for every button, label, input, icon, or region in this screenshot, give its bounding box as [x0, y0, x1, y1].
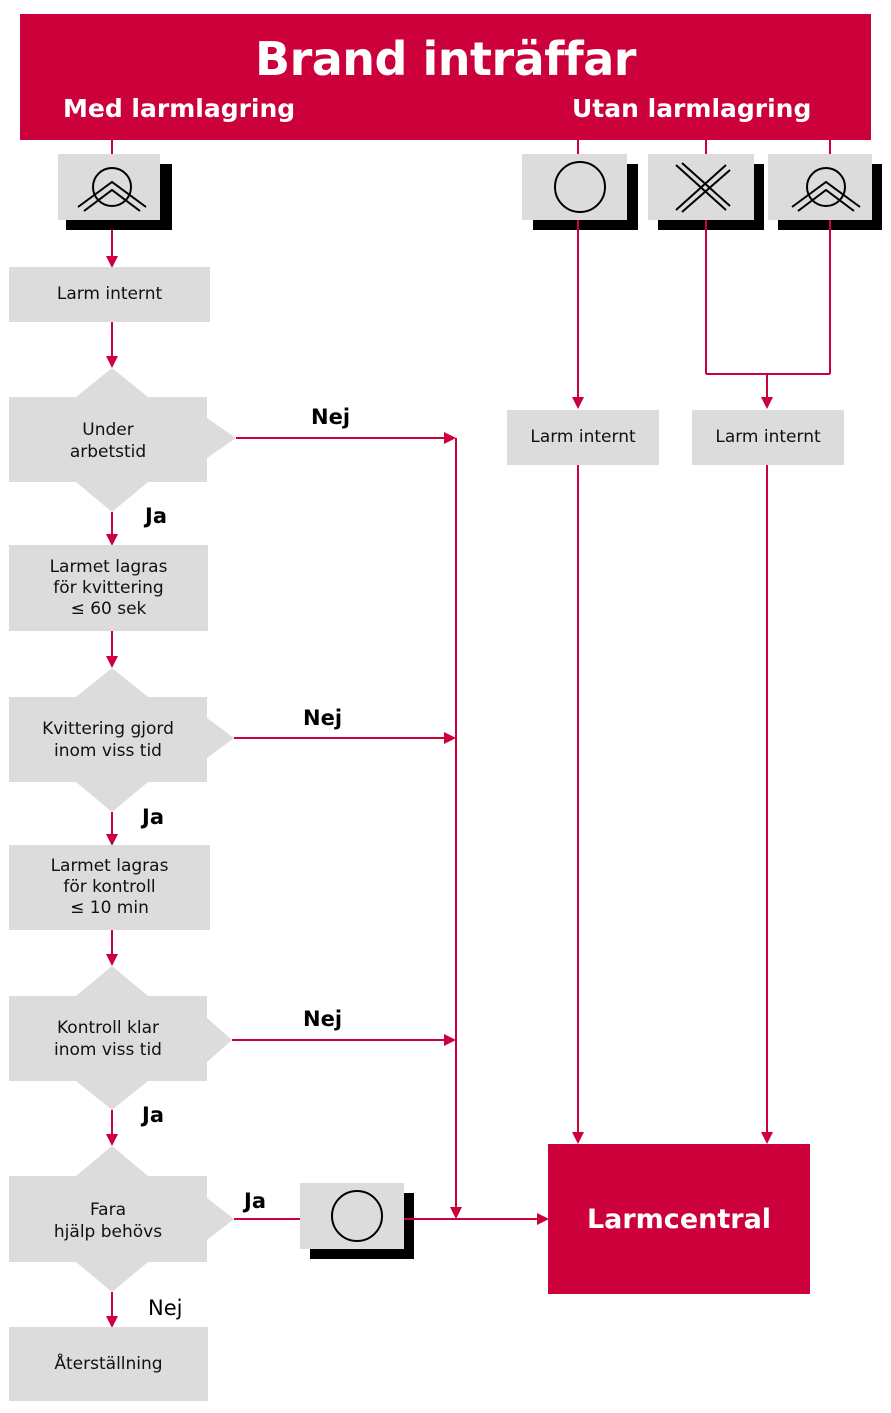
manual-call-point-right [648, 154, 764, 230]
header-banner [20, 14, 871, 140]
push-button-bottom [300, 1183, 414, 1259]
push-button-icon [331, 1190, 383, 1242]
decision-1-shape [9, 368, 236, 512]
decision-3-shape [9, 966, 232, 1110]
edge-label-yes-1: Ja [145, 504, 167, 528]
edge-label-yes-2: Ja [142, 805, 164, 829]
edge-label-no-4: Nej [148, 1296, 183, 1320]
decision-4-shape [9, 1146, 234, 1292]
header-connectors [111, 140, 831, 154]
edge-label-no-1: Nej [311, 405, 351, 429]
right-subtitle: Utan larmlagring [572, 94, 812, 123]
edge-label-no-3: Nej [303, 1007, 343, 1031]
left-subtitle: Med larmlagring [63, 94, 296, 123]
decision-2-shape [9, 668, 234, 812]
smoke-detector-left [58, 154, 172, 230]
heat-detector-right [522, 154, 638, 230]
larm-internt-right-b: Larm internt [692, 410, 844, 465]
smoke-detector-right [768, 154, 882, 230]
decision-shapes [9, 368, 236, 1292]
manual-call-point-icon [675, 162, 731, 213]
edge-label-no-2: Nej [303, 706, 343, 730]
heat-detector-icon [554, 161, 606, 213]
page-title: Brand inträffar [255, 32, 636, 86]
larm-internt-left: Larm internt [9, 267, 210, 322]
smoke-detector-icon [791, 167, 861, 212]
flow-connectors [106, 220, 831, 1328]
edge-label-yes-3: Ja [142, 1103, 164, 1127]
larmcentral-box: Larmcentral [548, 1144, 810, 1294]
larm-internt-right-a: Larm internt [507, 410, 659, 465]
reset-box: Återställning [9, 1327, 208, 1401]
edge-label-yes-4: Ja [244, 1189, 266, 1213]
smoke-detector-icon [77, 167, 147, 212]
